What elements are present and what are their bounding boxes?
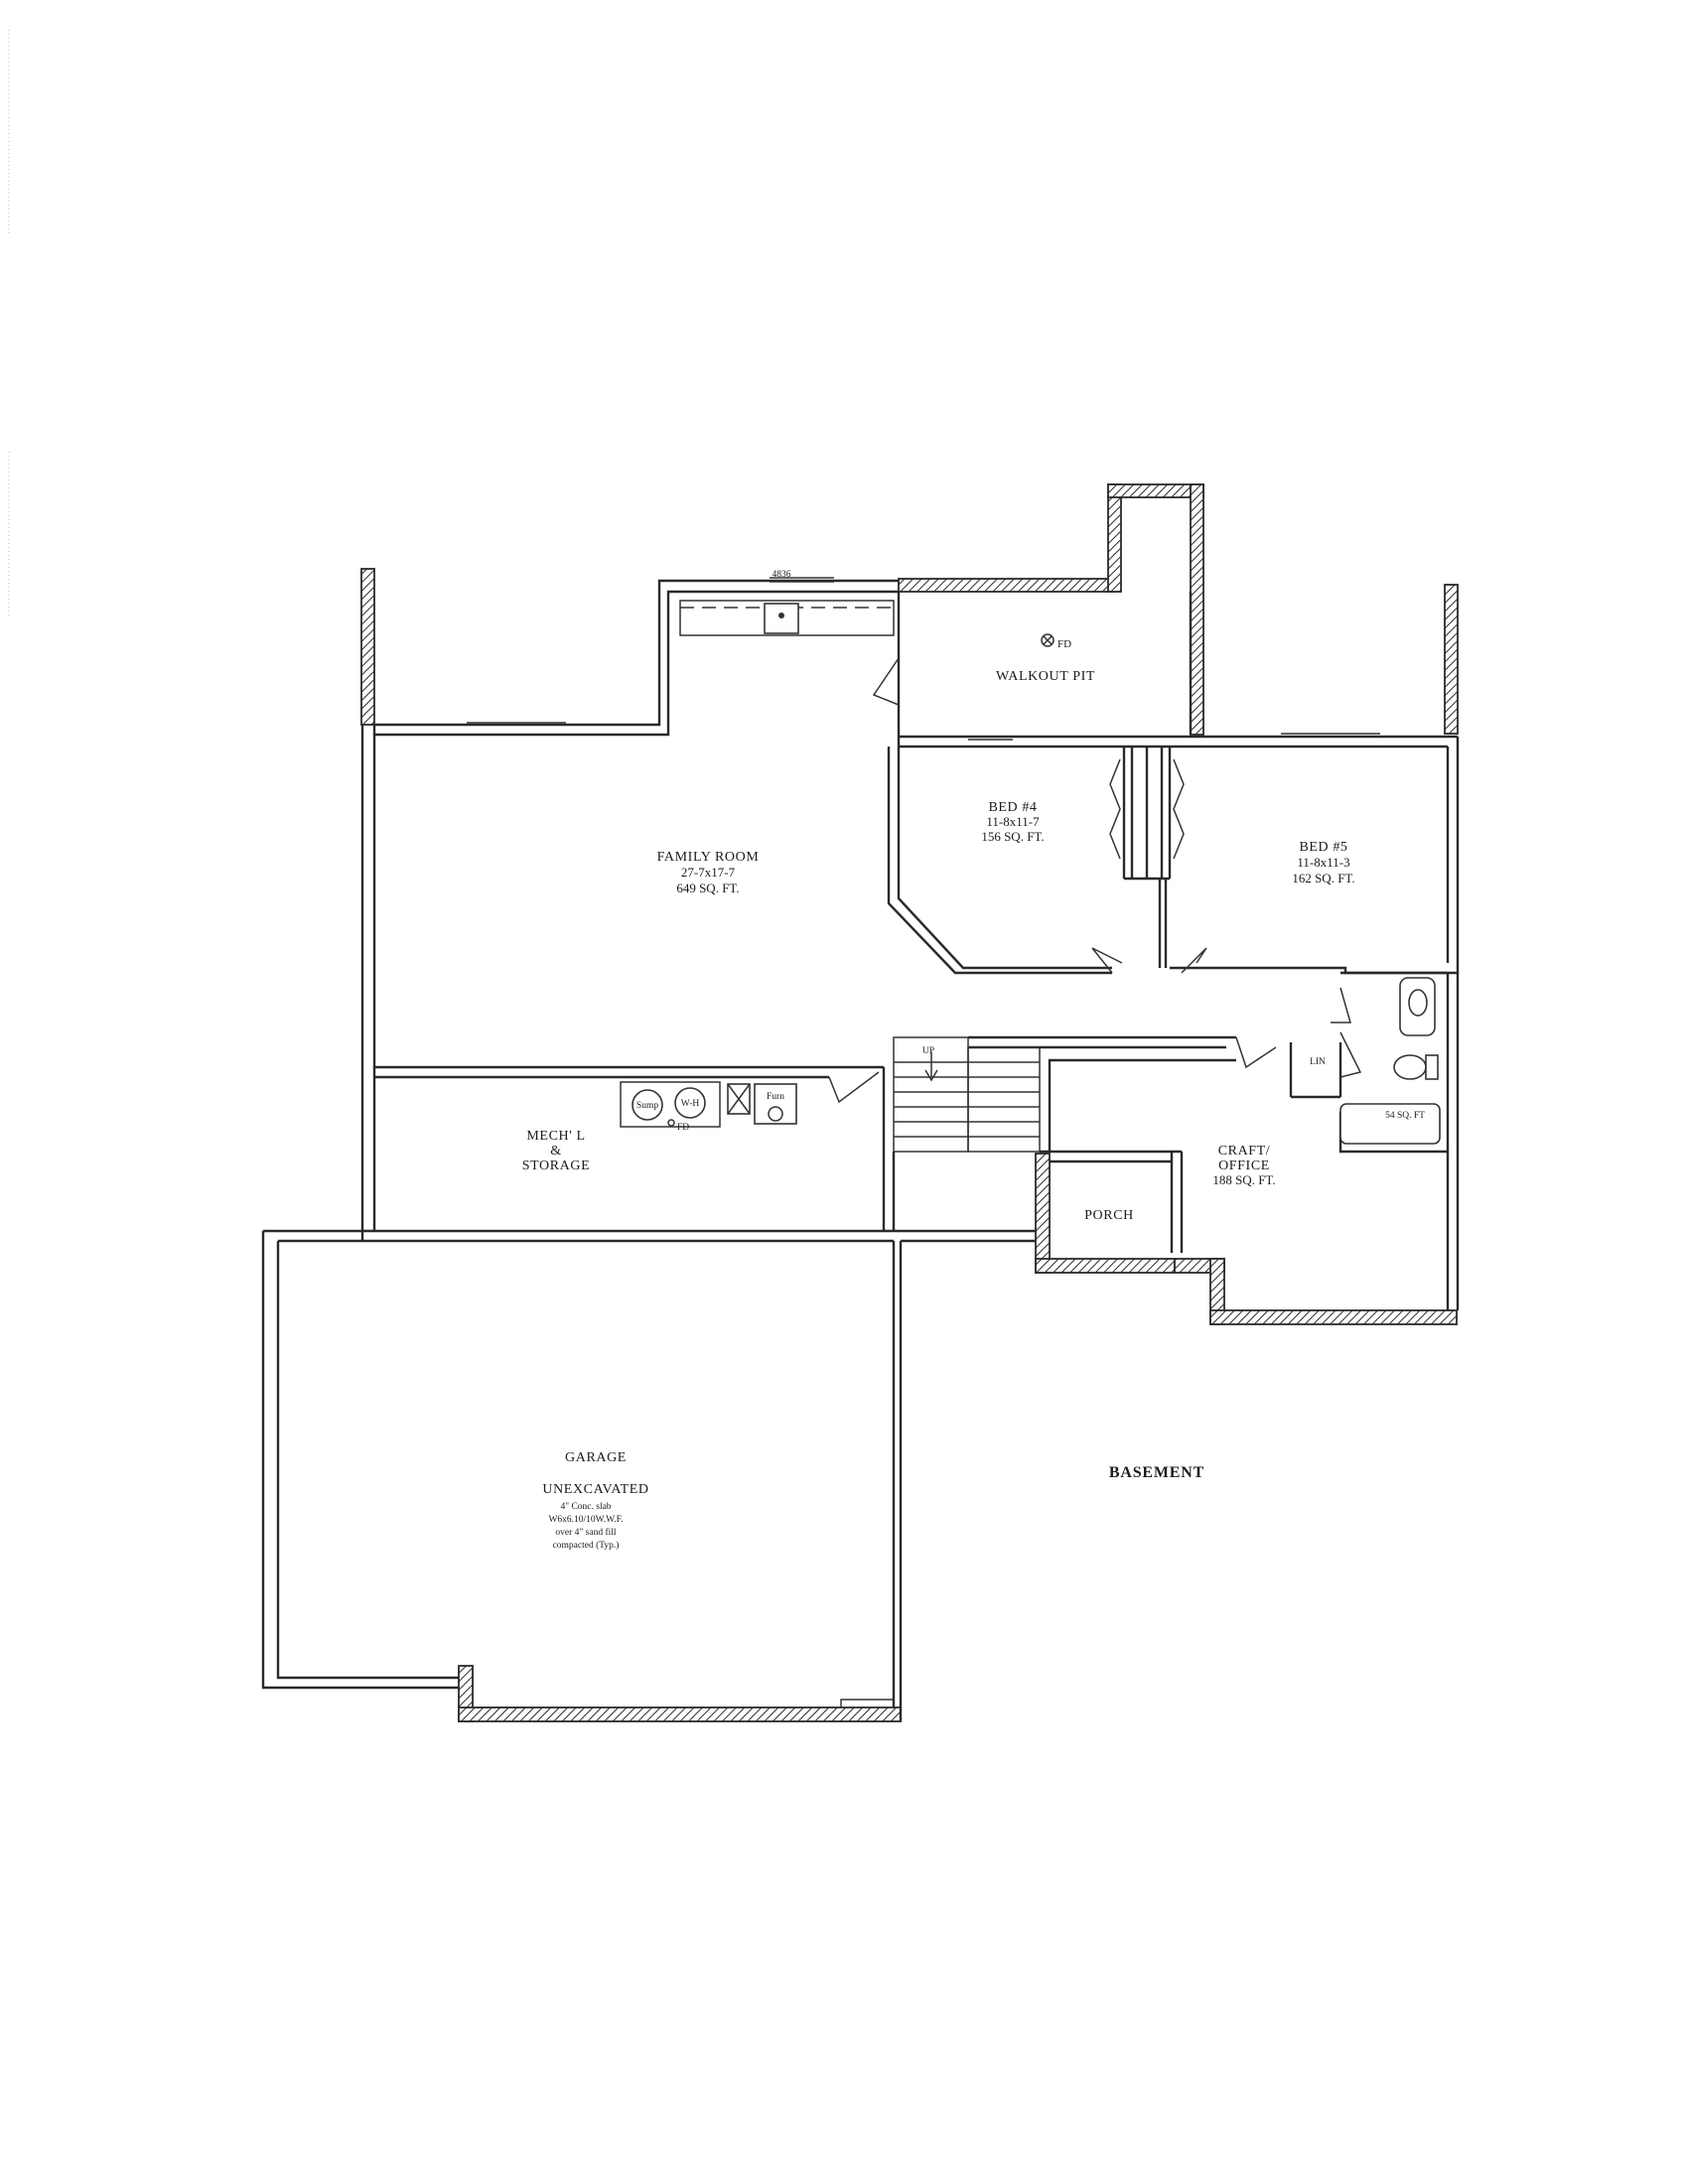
bed4-area: 156 SQ. FT. [981, 829, 1044, 844]
sump-pump-icon [632, 1089, 663, 1121]
family-room-area: 649 SQ. FT. [676, 881, 739, 895]
mech-label-line3: STORAGE [522, 1159, 591, 1173]
mech-drain-label: FD [677, 1123, 689, 1133]
bathtub-icon [1339, 1103, 1441, 1145]
bed5-dims: 11-8x11-3 [1297, 855, 1349, 870]
walkout-drain-label: FD [1057, 638, 1071, 650]
garage-label: GARAGE [565, 1450, 627, 1465]
floor-drain-icon [1041, 633, 1055, 647]
garage-note-1: 4" Conc. slab [560, 1502, 611, 1512]
stair-up-label: UP [922, 1046, 934, 1056]
linen-label: LIN [1310, 1057, 1326, 1067]
bath-area: 54 SQ. FT [1385, 1111, 1425, 1121]
floor-drain-icon [667, 1119, 675, 1127]
toilet-icon [1393, 1054, 1427, 1080]
room-labels: 4836 FD WALKOUT PIT FAMILY ROOM 27-7x17-… [522, 570, 1425, 1551]
garage-note-2: W6x6.10/10W.W.F. [548, 1515, 623, 1525]
walls [261, 577, 1460, 1721]
furnace-icon [754, 1083, 797, 1125]
family-room-dims: 27-7x17-7 [681, 865, 736, 880]
water-heater-icon [674, 1087, 706, 1119]
bed5-label: BED #5 [1299, 840, 1347, 855]
toilet-tank-icon [1425, 1054, 1439, 1080]
craft-label-line2: OFFICE [1218, 1159, 1270, 1173]
window-label: 4836 [773, 570, 791, 580]
garage-note-4: compacted (Typ.) [553, 1540, 620, 1551]
craft-label-line1: CRAFT/ [1218, 1144, 1271, 1159]
level-label: BASEMENT [1109, 1464, 1204, 1481]
walkout-pit-label: WALKOUT PIT [996, 669, 1095, 684]
craft-area: 188 SQ. FT. [1212, 1172, 1275, 1187]
family-room-label: FAMILY ROOM [657, 850, 760, 865]
porch-label: PORCH [1084, 1208, 1134, 1223]
furnace-label: Furn [767, 1092, 784, 1102]
mech-label-line2: & [550, 1144, 562, 1159]
faucet-icon [778, 613, 784, 618]
mech-label-line1: MECH' L [526, 1129, 585, 1144]
garage-subtitle: UNEXCAVATED [542, 1482, 648, 1497]
bed4-dims: 11-8x11-7 [986, 814, 1040, 829]
lavatory-icon [1408, 989, 1428, 1017]
water-heater-label: W-H [681, 1099, 700, 1109]
stair-treads [894, 1061, 1040, 1138]
equipment-pad [620, 1081, 721, 1128]
bed5-area: 162 SQ. FT. [1292, 871, 1354, 886]
garage-note-3: over 4" sand fill [555, 1527, 616, 1538]
sump-label: Sump [636, 1101, 658, 1111]
bed4-label: BED #4 [988, 800, 1037, 815]
exterior-walls [360, 483, 1459, 1722]
fixtures [620, 600, 1441, 1145]
